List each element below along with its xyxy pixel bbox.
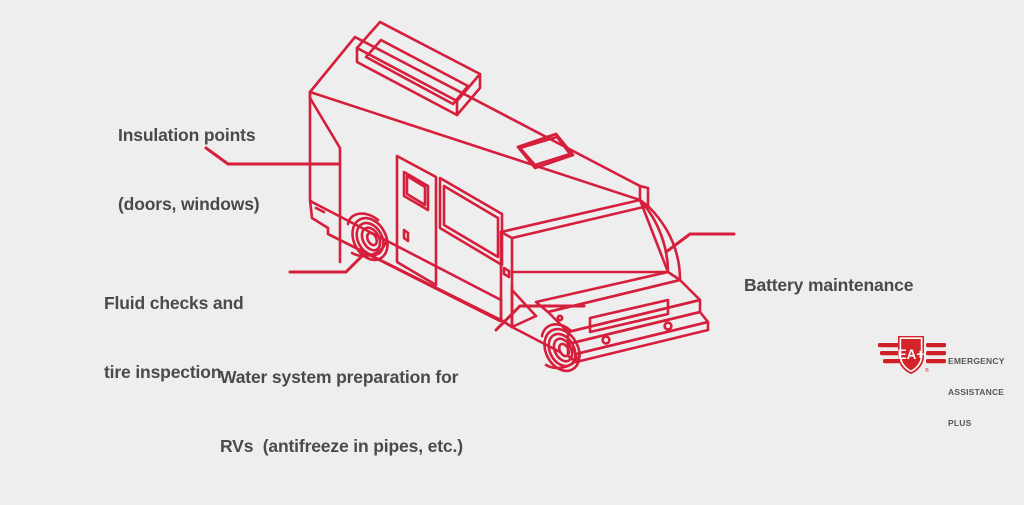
leader-fluid [288, 250, 368, 274]
logo-wordmark: EMERGENCY ASSISTANCE PLUS [948, 335, 1005, 449]
logo-wordmark-line3: PLUS [948, 417, 972, 428]
logo-speed-bars-right [926, 343, 946, 364]
logo-wordmark-line2: ASSISTANCE [948, 386, 1005, 397]
logo-speed-bars-left [878, 343, 900, 364]
logo-shield [898, 336, 924, 374]
logo-wordmark-line1: EMERGENCY [948, 355, 1005, 366]
logo-shield-inner-outline [899, 337, 923, 373]
callout-battery-line1: Battery maintenance [744, 275, 914, 296]
callout-insulation: Insulation points (doors, windows) [118, 78, 260, 263]
roof-vent [516, 132, 575, 170]
brand-logo: EA+ ® EMERGENCY ASSISTANCE PLUS [878, 330, 1018, 428]
entry-door [395, 154, 438, 287]
logo-trademark: ® [925, 367, 929, 374]
leader-battery [664, 232, 736, 254]
callout-water-system: Water system preparation for RVs (antifr… [220, 320, 463, 505]
roof-ac-unit [355, 20, 482, 117]
rv-coach-body [308, 35, 650, 323]
callout-water-line2: RVs (antifreeze in pipes, etc.) [220, 436, 463, 457]
rear-wheel [346, 212, 389, 262]
callout-fluid-checks: Fluid checks and tire inspection [104, 246, 244, 431]
side-window [438, 176, 504, 267]
callout-battery-maintenance: Battery maintenance [744, 228, 913, 343]
logo-mark: EA+ ® [878, 336, 946, 374]
infographic-canvas: Insulation points (doors, windows) Fluid… [104, 20, 1018, 456]
callout-insulation-line2: (doors, windows) [118, 194, 260, 215]
coach-nose-cap [499, 198, 682, 282]
rv-illustration [204, 20, 736, 373]
callout-insulation-line1: Insulation points [118, 125, 256, 146]
callout-fluid-line1: Fluid checks and [104, 293, 244, 314]
callout-water-line1: Water system preparation for [220, 367, 459, 388]
logo-monogram: EA+ [898, 347, 925, 362]
callout-fluid-line2: tire inspection [104, 362, 222, 383]
leader-water-a [494, 304, 582, 332]
front-wheel [540, 323, 582, 373]
leader-lines [204, 146, 736, 332]
leader-insulation [204, 146, 342, 166]
